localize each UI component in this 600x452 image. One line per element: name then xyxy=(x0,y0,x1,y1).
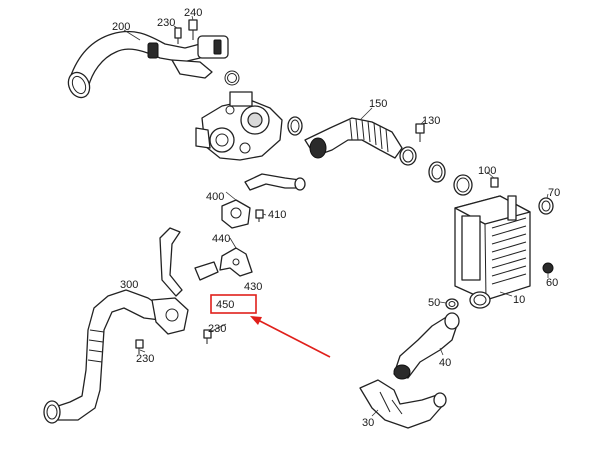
callout-30: 30 xyxy=(362,417,374,429)
callout-230-right: 230 xyxy=(208,323,226,335)
callout-70: 70 xyxy=(548,187,560,199)
callout-410: 410 xyxy=(268,209,286,221)
callout-200: 200 xyxy=(112,21,130,33)
callout-40: 40 xyxy=(439,357,451,369)
callout-labels: 200 230 240 150 130 100 70 400 410 440 4… xyxy=(112,7,560,429)
hose-150 xyxy=(304,117,417,166)
hose-40 xyxy=(393,312,460,380)
callout-50: 50 xyxy=(428,297,440,309)
bolt-230-top xyxy=(174,27,182,44)
highlight-arrow-head xyxy=(250,316,262,325)
callout-130: 130 xyxy=(422,115,440,127)
bolt-130 xyxy=(415,123,425,142)
pipe-400 xyxy=(221,173,306,229)
callout-100: 100 xyxy=(478,165,496,177)
hose-200 xyxy=(67,30,240,99)
callout-10: 10 xyxy=(513,294,525,306)
turbo-assembly xyxy=(195,91,303,161)
duct-30 xyxy=(359,379,447,429)
hose-connector xyxy=(428,161,473,196)
callout-440: 440 xyxy=(212,233,230,245)
callout-400: 400 xyxy=(206,191,224,203)
bolt-50 xyxy=(445,298,459,310)
callout-230-left: 230 xyxy=(136,353,154,365)
callout-430: 430 xyxy=(244,281,262,293)
callout-150: 150 xyxy=(369,98,387,110)
bracket-430 xyxy=(194,247,253,281)
clamp-240 xyxy=(188,19,198,40)
hose-300 xyxy=(43,289,189,424)
hose-440 xyxy=(159,227,183,297)
highlight-450 xyxy=(210,294,331,358)
callout-450: 450 xyxy=(216,299,234,311)
highlight-arrow-shaft xyxy=(257,319,331,358)
callout-60: 60 xyxy=(546,277,558,289)
bolt-230-lower xyxy=(135,329,212,354)
callout-240: 240 xyxy=(184,7,202,19)
callout-230-top: 230 xyxy=(157,17,175,29)
highlight-box xyxy=(210,294,257,314)
callout-300: 300 xyxy=(120,279,138,291)
intercooler-10 xyxy=(454,177,554,309)
leader-lines xyxy=(123,15,549,417)
